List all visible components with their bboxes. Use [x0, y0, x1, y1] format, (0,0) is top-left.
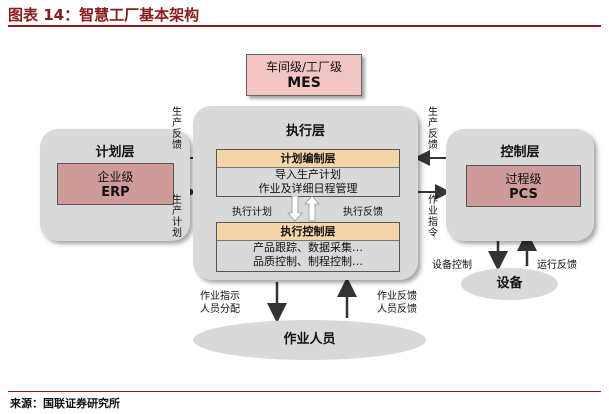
run-feedback-label: 运行反馈: [537, 260, 577, 271]
workers-ellipse: 作业人员: [193, 320, 426, 360]
erp-name: ERP: [101, 185, 130, 200]
pcs-box: 过程级 PCS: [466, 165, 581, 207]
exec-control-box: 执行控制层 产品跟踪、数据采集… 品质控制、制程控制…: [216, 222, 400, 272]
source-note: 来源：国联证券研究所: [10, 397, 120, 410]
plan-compile-line2: 作业及详细日程管理: [258, 182, 358, 195]
plan-compile-line1: 导入生产计划: [275, 168, 341, 181]
right-command-label: 作业指令: [428, 195, 438, 239]
plan-compile-header: 计划编制层: [217, 150, 399, 168]
exec-feedback-label: 执行反馈: [343, 207, 383, 218]
pcs-name: PCS: [509, 187, 538, 202]
device-control-label: 设备控制: [432, 260, 472, 271]
device-ellipse: 设备: [461, 268, 558, 300]
work-feedback-label: 作业反馈 人员反馈: [377, 291, 417, 315]
pcs-level-label: 过程级: [505, 172, 542, 186]
control-layer-title: 控制层: [500, 145, 540, 160]
exec-control-header: 执行控制层: [217, 223, 399, 241]
plan-compile-box: 计划编制层 导入生产计划 作业及详细日程管理: [216, 149, 400, 197]
planning-layer-title: 计划层: [95, 145, 135, 160]
exec-control-line1: 产品跟踪、数据采集…: [253, 241, 363, 254]
exec-control-line2: 品质控制、制程控制…: [253, 255, 363, 268]
erp-level-label: 企业级: [97, 170, 134, 184]
mes-name: MES: [287, 75, 321, 91]
execution-layer-title: 执行层: [285, 124, 325, 139]
source-rule: [8, 391, 601, 392]
left-plan-label: 生产计划: [172, 195, 182, 239]
left-feedback-label: 生产反馈: [172, 107, 182, 151]
right-feedback-label: 生产反馈: [428, 107, 438, 151]
figure-title: 图表 14：智慧工厂基本架构: [8, 6, 200, 24]
mes-box: 车间级/工厂级 MES: [246, 54, 362, 96]
work-instruction-label: 作业指示 人员分配: [200, 291, 240, 315]
erp-box: 企业级 ERP: [57, 163, 174, 205]
mes-level-label: 车间级/工厂级: [265, 60, 343, 74]
exec-plan-arrow: [287, 196, 303, 222]
title-rule: [8, 25, 601, 27]
exec-plan-label: 执行计划: [232, 207, 272, 218]
exec-feedback-arrow: [304, 196, 320, 222]
internal-arrows: [287, 196, 320, 222]
